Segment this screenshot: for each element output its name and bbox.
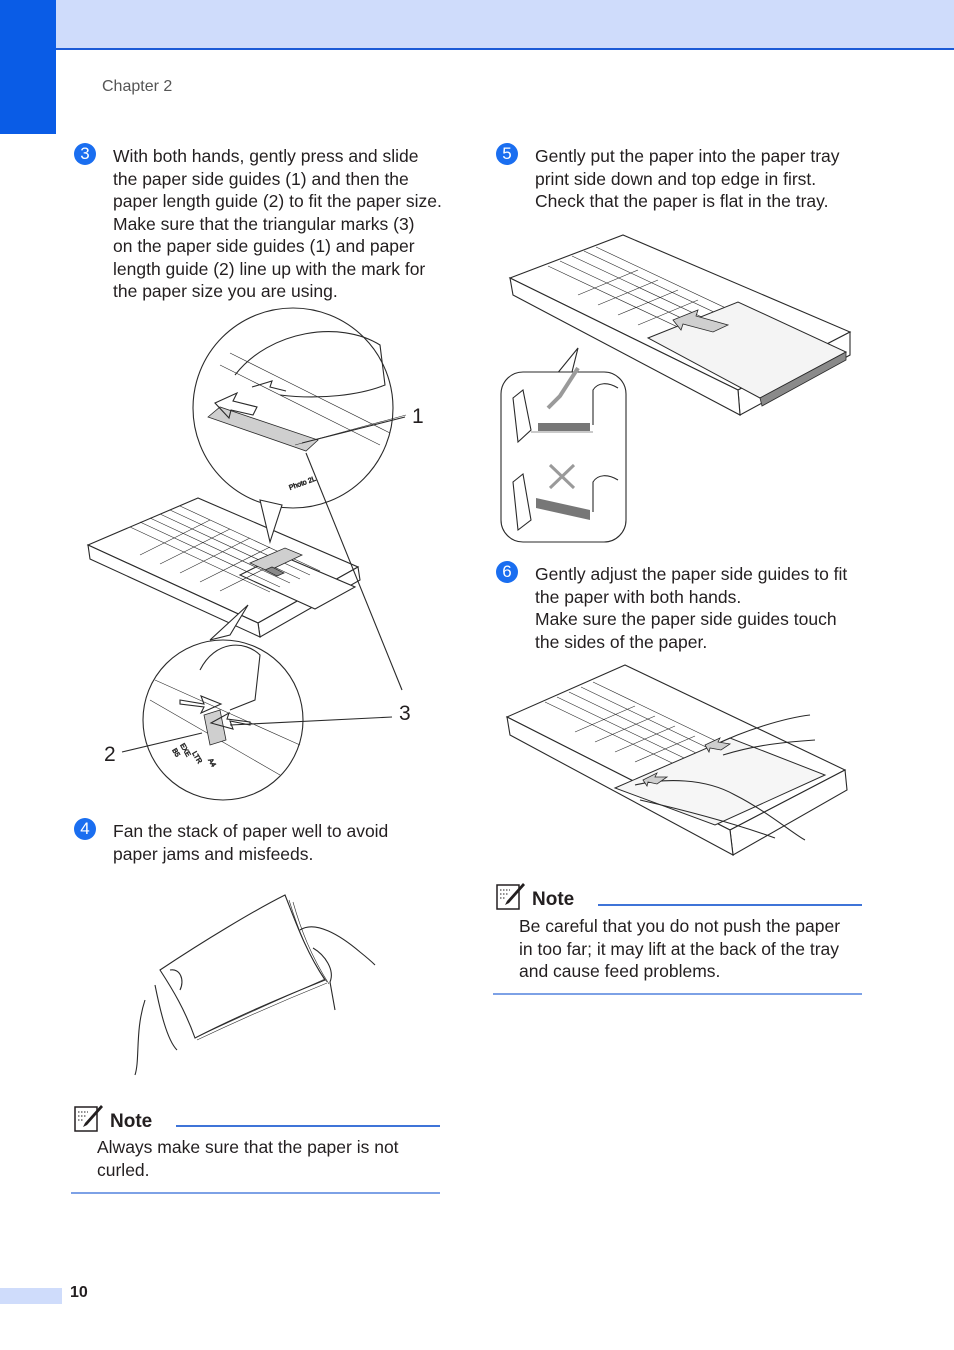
callout-line-3b bbox=[229, 716, 393, 726]
note-2-text: Be careful that you do not push the pape… bbox=[519, 916, 841, 981]
cross-mark-icon bbox=[548, 463, 576, 490]
step-badge-5: 5 bbox=[496, 143, 518, 165]
svg-text:B5: B5 bbox=[170, 748, 180, 759]
callout-line-2 bbox=[121, 732, 203, 753]
note-2-label: Note bbox=[532, 889, 575, 910]
step-badge-4: 4 bbox=[74, 818, 96, 840]
note-2-bottom-rule bbox=[493, 993, 862, 995]
paper-guides-illustration: Photo 2L B5 EXE LTR A4 bbox=[86, 307, 407, 801]
note-pencil-icon bbox=[496, 883, 525, 910]
paper-tray-drawing bbox=[86, 497, 361, 638]
note-2-rule bbox=[598, 904, 862, 906]
inset-detail bbox=[512, 383, 619, 532]
note-2-header: Note bbox=[496, 882, 574, 910]
chapter-title: Chapter 2 bbox=[102, 78, 173, 95]
note-1-header: Note bbox=[74, 1104, 152, 1132]
callout-3: 3 bbox=[399, 702, 411, 725]
note-1-rule bbox=[176, 1125, 440, 1127]
chapter-tab bbox=[0, 0, 56, 134]
page-number: 10 bbox=[70, 1284, 88, 1301]
step-5-text: Gently put the paper into the paper tray… bbox=[535, 146, 840, 211]
insert-arrow bbox=[672, 309, 730, 333]
callout-2: 2 bbox=[104, 743, 116, 766]
note-1-bottom-rule bbox=[71, 1192, 440, 1194]
header-band bbox=[0, 0, 954, 50]
svg-text:A4: A4 bbox=[206, 758, 216, 769]
paper-stack-edge bbox=[759, 351, 847, 407]
note-1-label: Note bbox=[110, 1111, 153, 1132]
step-4-text: Fan the stack of paper well to avoid pap… bbox=[113, 821, 389, 864]
step-badge-3: 3 bbox=[74, 143, 96, 165]
step-3-text: With both hands, gently press and slide … bbox=[113, 146, 442, 301]
callout-line-1 bbox=[301, 416, 406, 444]
inset-box bbox=[500, 371, 627, 543]
step-badge-6: 6 bbox=[496, 561, 518, 583]
adjusting-guides-illustration bbox=[505, 664, 848, 856]
note-1-text: Always make sure that the paper is not c… bbox=[97, 1137, 399, 1180]
header-rule bbox=[56, 48, 954, 50]
page-number-band bbox=[0, 1288, 62, 1304]
step-6-text: Gently adjust the paper side guides to f… bbox=[535, 564, 848, 652]
fanning-paper-illustration bbox=[134, 894, 376, 1076]
zoom-circle-top bbox=[192, 307, 394, 509]
zoom-circle-bottom bbox=[142, 639, 304, 801]
check-mark-icon bbox=[546, 366, 580, 410]
callout-1: 1 bbox=[412, 405, 424, 428]
loading-paper-illustration bbox=[500, 234, 852, 543]
note-pencil-icon bbox=[74, 1105, 103, 1132]
callout-line-3a bbox=[305, 452, 403, 691]
